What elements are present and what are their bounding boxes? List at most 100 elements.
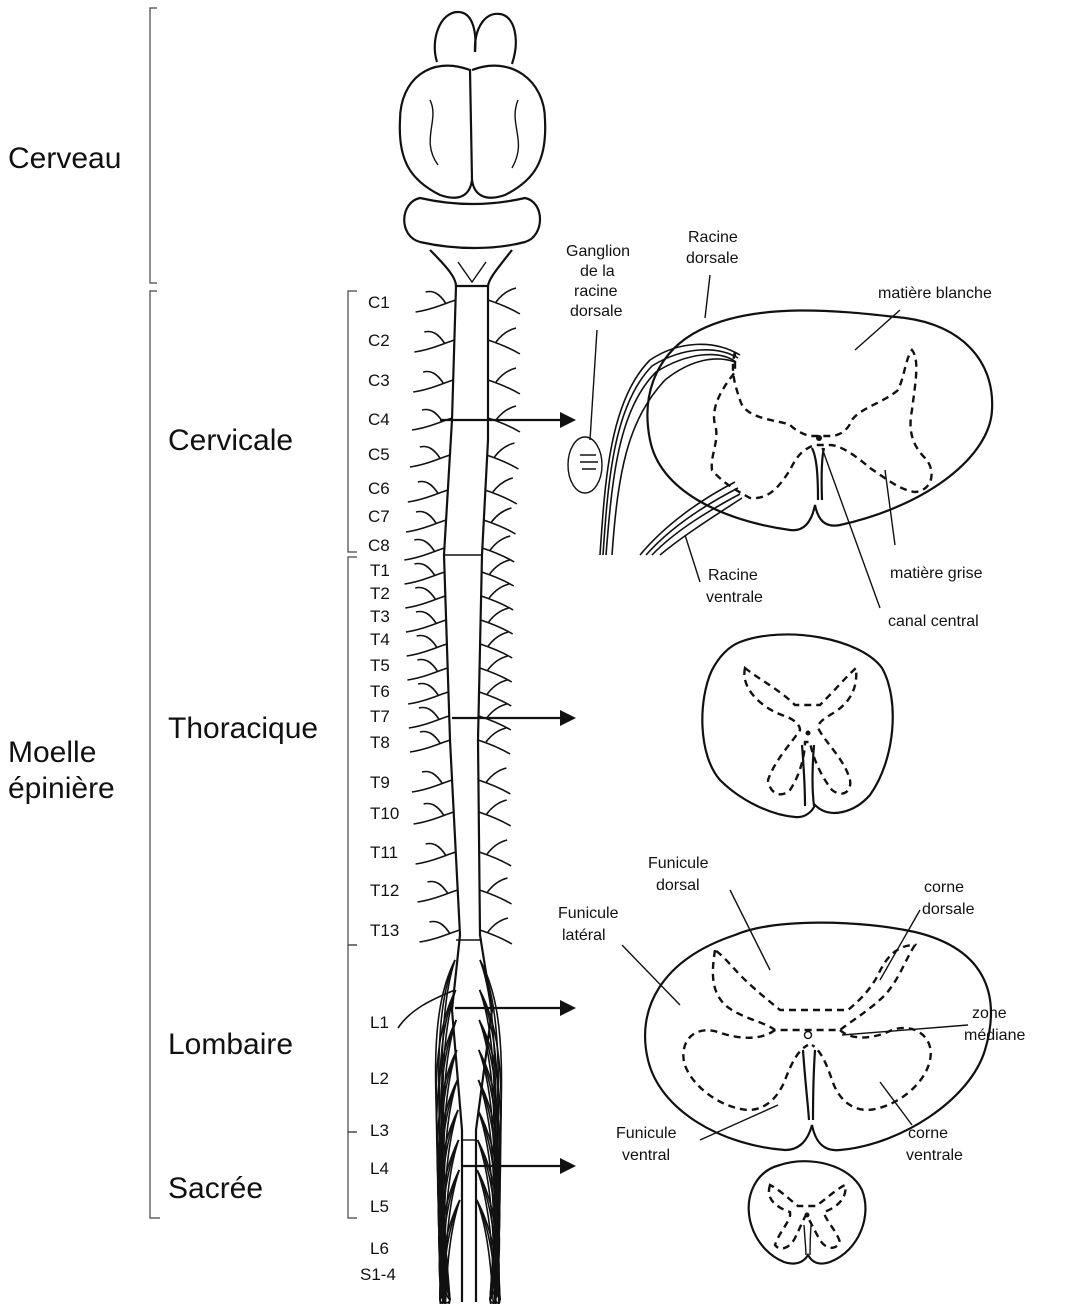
segment-labels: C1 C2 C3 C4 C5 C6 C7 C8 T1 T2 T3 T4 T5 T… (360, 293, 399, 1284)
nerve-left (416, 291, 456, 312)
nerve-left (405, 587, 445, 608)
nerve-right (479, 840, 511, 866)
segment-label: C6 (368, 479, 390, 498)
segment-label: C7 (368, 507, 390, 526)
segment-label: C3 (368, 371, 390, 390)
label-funicule-ventral-2: ventral (622, 1147, 670, 1164)
nerve-right (479, 800, 511, 826)
label-matiere-blanche: matière blanche (878, 285, 992, 302)
nerve-left (408, 683, 448, 704)
nerve-left (409, 707, 449, 728)
nerve-left (408, 481, 448, 502)
nerve-right (480, 656, 512, 682)
bracket-moelle (150, 291, 160, 1218)
bracket-cervicale (348, 291, 357, 552)
nerve-right (488, 368, 520, 394)
brain (400, 12, 545, 286)
segment-label: T6 (370, 682, 390, 701)
spinal-nerves (398, 288, 520, 1304)
segment-label: T12 (370, 881, 399, 900)
label-racine-dorsale-1: Racine (688, 229, 738, 246)
label-funicule-ventral-1: Funicule (616, 1125, 677, 1142)
nerve-right (481, 608, 513, 634)
segment-label: L6 (370, 1239, 389, 1258)
nerve-left (407, 635, 447, 656)
segment-label: T11 (370, 843, 398, 862)
segment-label: T7 (370, 707, 390, 726)
label-matiere-grise: matière grise (890, 565, 983, 582)
bracket-thoracique (348, 557, 357, 945)
nerve-left (407, 659, 447, 680)
nerve-right (479, 680, 511, 706)
segment-label: T5 (370, 656, 390, 675)
leader-ganglion (590, 330, 597, 440)
label-moelle-2: épinière (8, 772, 115, 805)
nerve-left (405, 563, 445, 584)
nerve-right (488, 288, 520, 314)
label-ganglion-3: racine (574, 283, 618, 300)
segment-label: S1-4 (360, 1265, 396, 1284)
label-funicule-dorsal-1: Funicule (648, 855, 709, 872)
label-zone-mediane-1: zone (972, 1005, 1007, 1022)
label-corne-dorsale-1: corne (924, 879, 964, 896)
bracket-sacree (348, 1132, 357, 1218)
label-corne-ventrale-2: ventrale (906, 1147, 963, 1164)
segment-label: L3 (370, 1121, 389, 1140)
leader-canal-central (822, 448, 880, 608)
segment-label: C2 (368, 331, 390, 350)
arrow-thoracic (452, 710, 576, 726)
arrow-lumbar (455, 1000, 576, 1016)
arrow-sacral (462, 1158, 576, 1174)
leader-racine-ventrale (685, 535, 700, 582)
segment-label: L1 (370, 1013, 389, 1032)
label-thoracique: Thoracique (168, 712, 318, 745)
nerve-left (416, 843, 456, 864)
label-ganglion-2: de la (580, 263, 615, 280)
segment-label: T2 (370, 584, 390, 603)
segment-label: T9 (370, 773, 390, 792)
label-ganglion-4: dorsale (570, 303, 623, 320)
nerve-left (406, 611, 446, 632)
label-cervicale: Cervicale (168, 424, 293, 457)
segment-label: L5 (370, 1197, 389, 1216)
leader-funicule-ventral (700, 1105, 778, 1140)
nerve-left (420, 921, 460, 942)
leader-racine-dorsale (705, 275, 710, 318)
label-ganglion-1: Ganglion (566, 243, 630, 260)
label-sacree: Sacrée (168, 1172, 263, 1205)
nerve-right (485, 478, 517, 504)
spinal-cord (444, 286, 492, 1302)
label-racine-dorsale-2: dorsale (686, 250, 739, 267)
segment-label: T1 (370, 561, 390, 580)
segment-label: T8 (370, 733, 390, 752)
label-racine-ventrale-2: ventrale (706, 589, 763, 606)
segment-label: T10 (370, 804, 399, 823)
cervical-cross-section (647, 311, 992, 531)
thoracic-cross-section (702, 634, 892, 817)
nerve-left (413, 371, 453, 392)
nerve-right (480, 918, 512, 944)
label-canal-central: canal central (888, 613, 979, 630)
nerve-left (414, 803, 454, 824)
sacral-cross-section (749, 1161, 866, 1263)
label-moelle-1: Moelle (8, 736, 96, 769)
nerve-left (418, 881, 458, 902)
segment-label: T13 (370, 921, 399, 940)
lumbar-cross-section (645, 923, 991, 1151)
label-zone-mediane-2: médiane (964, 1027, 1025, 1044)
nerve-right (488, 328, 520, 354)
nerve-left (406, 511, 446, 532)
segment-label: C5 (368, 445, 390, 464)
nerve-left (412, 771, 452, 792)
segment-label: L4 (370, 1159, 389, 1178)
nerve-right (478, 768, 510, 794)
nerve-left (410, 446, 450, 467)
segment-label: T4 (370, 630, 390, 649)
nerve-right (484, 508, 516, 534)
nerve-left (414, 331, 454, 352)
label-racine-ventrale-1: Racine (708, 567, 758, 584)
leader-corne-ventrale (880, 1082, 912, 1125)
bracket-cerveau (150, 8, 157, 283)
label-funicule-dorsal-2: dorsal (656, 877, 700, 894)
